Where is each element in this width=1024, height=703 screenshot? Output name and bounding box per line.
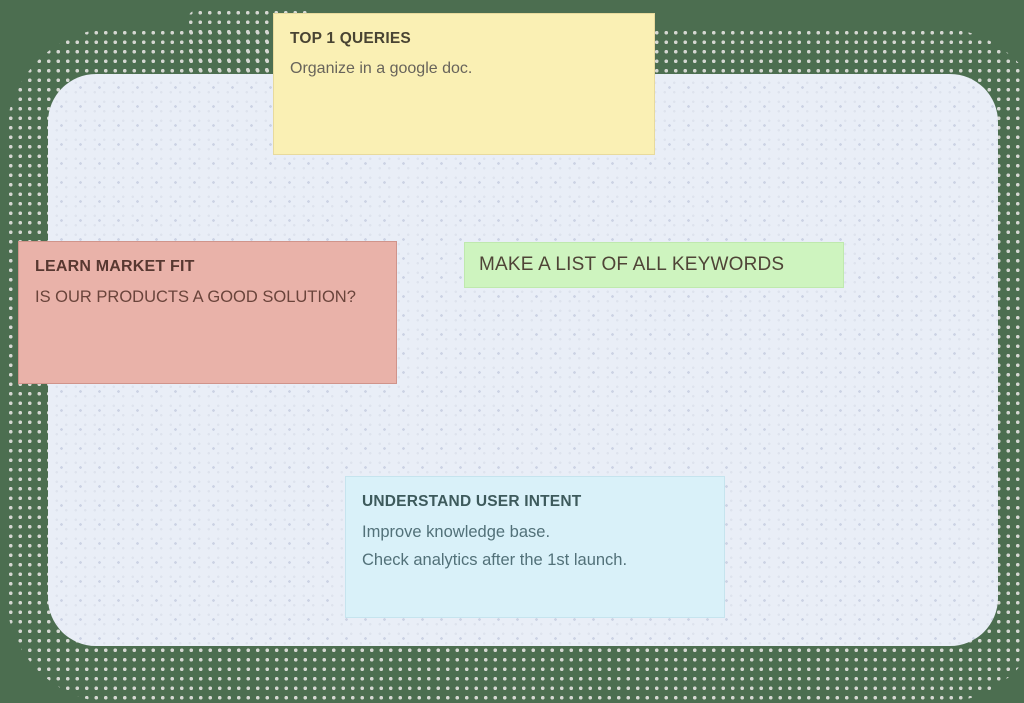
note-text-line: Organize in a google doc. bbox=[290, 60, 473, 77]
note-title: TOP 1 QUERIES bbox=[290, 30, 411, 47]
note-text-line: Check analytics after the 1st launch. bbox=[362, 551, 628, 569]
note-title: LEARN MARKET FIT bbox=[35, 258, 195, 275]
sticky-note-make-a-list-of-all-keywords[interactable]: MAKE A LIST OF ALL KEYWORDS bbox=[464, 242, 844, 288]
note-text-line: MAKE A LIST OF ALL KEYWORDS bbox=[479, 254, 785, 275]
note-text-line: Improve knowledge base. bbox=[362, 523, 551, 541]
sticky-note-learn-market-fit[interactable]: LEARN MARKET FIT IS OUR PRODUCTS A GOOD … bbox=[18, 241, 397, 384]
sticky-note-top-1-queries[interactable]: TOP 1 QUERIES Organize in a google doc. bbox=[273, 13, 655, 155]
sticky-note-understand-user-intent[interactable]: UNDERSTAND USER INTENT Improve knowledge… bbox=[345, 476, 725, 618]
note-text-line: IS OUR PRODUCTS A GOOD SOLUTION? bbox=[35, 288, 356, 306]
note-title: UNDERSTAND USER INTENT bbox=[362, 493, 582, 510]
